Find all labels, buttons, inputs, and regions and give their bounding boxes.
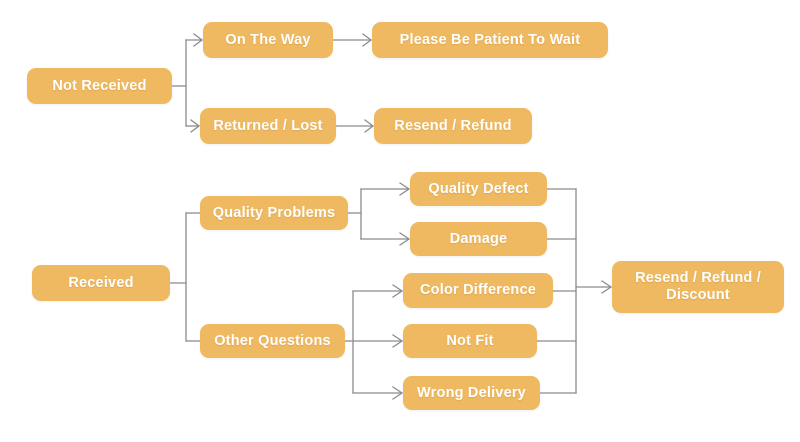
node-not-fit[interactable]: Not Fit xyxy=(403,324,537,358)
node-quality-defect[interactable]: Quality Defect xyxy=(410,172,547,206)
node-returned-lost[interactable]: Returned / Lost xyxy=(200,108,336,144)
arrowhead-resend-refund-discount xyxy=(601,280,613,294)
node-received[interactable]: Received xyxy=(32,265,170,301)
arrowhead-wrong-delivery xyxy=(392,386,404,400)
node-damage[interactable]: Damage xyxy=(410,222,547,256)
node-quality-problems[interactable]: Quality Problems xyxy=(200,196,348,230)
arrowhead-returned-lost xyxy=(190,119,201,133)
edge-received-split xyxy=(169,212,201,342)
node-resend-refund[interactable]: Resend / Refund xyxy=(374,108,532,144)
arrowhead-quality-defect xyxy=(399,182,411,196)
node-color-difference[interactable]: Color Difference xyxy=(403,273,553,308)
arrowhead-on-the-way xyxy=(193,33,204,47)
arrowhead-color-difference xyxy=(392,284,404,298)
node-other-questions[interactable]: Other Questions xyxy=(200,324,345,358)
edge-quality-problems-split xyxy=(347,188,409,240)
edge-other-questions-split xyxy=(344,290,402,394)
edge-returned-lost-to-resend-refund xyxy=(335,119,375,133)
arrowhead-damage xyxy=(399,232,411,246)
edge-on-the-way-to-please-be-patient xyxy=(332,33,373,47)
node-resend-refund-discount[interactable]: Resend / Refund / Discount xyxy=(612,261,784,313)
arrowhead-not-fit xyxy=(392,334,404,348)
node-not-received[interactable]: Not Received xyxy=(27,68,172,104)
node-on-the-way[interactable]: On The Way xyxy=(203,22,333,58)
node-please-be-patient-to-wait[interactable]: Please Be Patient To Wait xyxy=(372,22,608,58)
node-wrong-delivery[interactable]: Wrong Delivery xyxy=(403,376,540,410)
edge-not-received-split xyxy=(171,39,202,127)
